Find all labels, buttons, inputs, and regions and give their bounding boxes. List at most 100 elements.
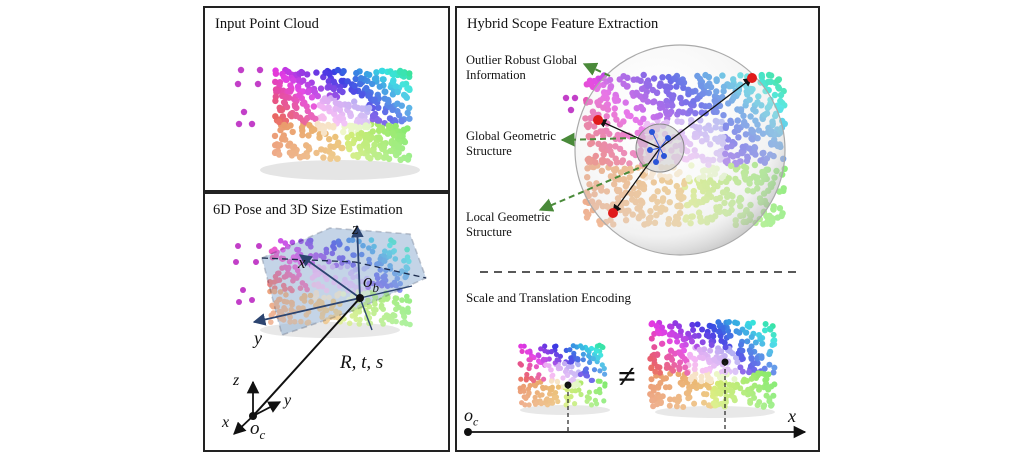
cloud-point [698, 373, 705, 380]
cloud-point [381, 258, 388, 264]
cloud-point [575, 357, 581, 363]
global-vector-arrow [659, 77, 753, 149]
cloud-point [272, 113, 279, 120]
cloud-point [276, 296, 282, 303]
cloud-point [357, 75, 365, 82]
cloud-point [302, 282, 309, 289]
cloud-point [373, 307, 379, 313]
cloud-point [575, 362, 581, 368]
camera-x-axis-label: x [222, 414, 230, 431]
cloud-point [729, 382, 736, 389]
cloud-point [290, 273, 296, 280]
cloud-point [373, 69, 380, 76]
cloud-point [320, 129, 328, 137]
cloud-point [296, 91, 303, 99]
keypoint-red [608, 208, 618, 218]
cloud-point [313, 69, 320, 76]
cloud-point [595, 355, 601, 361]
cloud-point [364, 134, 371, 141]
cloud-point [533, 364, 540, 370]
cloud-point [705, 377, 712, 383]
cloud-point [307, 237, 314, 244]
bounding-box-edge [261, 257, 356, 263]
cloud-point [290, 77, 297, 84]
cloud-point [299, 69, 306, 77]
cloud-point [404, 254, 411, 260]
cloud-point [707, 347, 714, 354]
cloud-point [382, 248, 388, 254]
shadow [260, 160, 420, 180]
cloud-point [397, 280, 404, 287]
cloud-point [648, 365, 655, 372]
cloud-point [347, 282, 353, 289]
cloud-point [351, 82, 358, 90]
cloud-point [714, 349, 721, 355]
cloud-point [272, 78, 279, 86]
input-point-cloud [271, 66, 413, 163]
cloud-point [349, 237, 356, 243]
cloud-point [713, 371, 720, 377]
cloud-point [578, 391, 584, 398]
cloud-point [780, 185, 787, 192]
cloud-point [290, 143, 298, 150]
cloud-point [763, 392, 770, 399]
cloud-point [404, 246, 410, 253]
cloud-point [304, 81, 312, 89]
global-vector-arrow [597, 119, 661, 149]
cloud-point [352, 266, 359, 273]
cloud-point [336, 242, 343, 248]
cloud-point [327, 155, 334, 162]
cloud-point [372, 301, 378, 308]
cloud-point [689, 338, 695, 345]
cloud-point [739, 347, 746, 354]
cloud-point [676, 323, 682, 330]
cloud-point [345, 103, 352, 110]
cloud-point [385, 313, 392, 319]
cloud-point [403, 94, 410, 101]
cloud-point [349, 139, 357, 147]
cloud-point [775, 76, 782, 84]
cloud-point [399, 297, 405, 303]
outlier-point [234, 80, 242, 88]
cloud-point [648, 376, 655, 383]
cloud-point [527, 362, 533, 368]
cloud-point [602, 383, 608, 389]
cloud-point [365, 153, 372, 161]
cloud-point [278, 255, 285, 261]
cloud-point [386, 115, 394, 122]
cloud-point [295, 305, 302, 311]
panel-title: Input Point Cloud [215, 16, 319, 32]
cloud-point [395, 111, 403, 119]
local-point [661, 153, 667, 159]
cloud-point [326, 294, 332, 301]
cloud-point [326, 83, 333, 90]
cloud-point [322, 69, 329, 76]
cloud-point [398, 118, 405, 125]
cloud-point [313, 252, 319, 258]
cloud-point [523, 395, 529, 401]
cloud-point [699, 326, 706, 333]
cloud-point [386, 250, 392, 256]
cloud-point [770, 331, 777, 338]
cloud-point [338, 77, 345, 85]
cloud-point [392, 122, 399, 130]
cloud-point [730, 394, 737, 401]
cloud-point [583, 373, 589, 379]
cloud-point [590, 356, 596, 362]
cloud-point [683, 376, 690, 383]
cloud-point [599, 344, 605, 350]
cloud-point [662, 384, 669, 391]
cloud-point [746, 323, 753, 330]
cloud-point [592, 397, 599, 403]
cloud-point [332, 99, 339, 106]
cloud-point [301, 294, 308, 300]
cloud-point [277, 238, 284, 244]
cloud-point [338, 101, 345, 109]
cloud-point [767, 348, 774, 355]
cloud-point [686, 387, 693, 394]
cloud-point [323, 287, 330, 294]
cloud-point [375, 134, 383, 141]
cloud-point [766, 325, 773, 332]
cloud-point [401, 258, 407, 264]
